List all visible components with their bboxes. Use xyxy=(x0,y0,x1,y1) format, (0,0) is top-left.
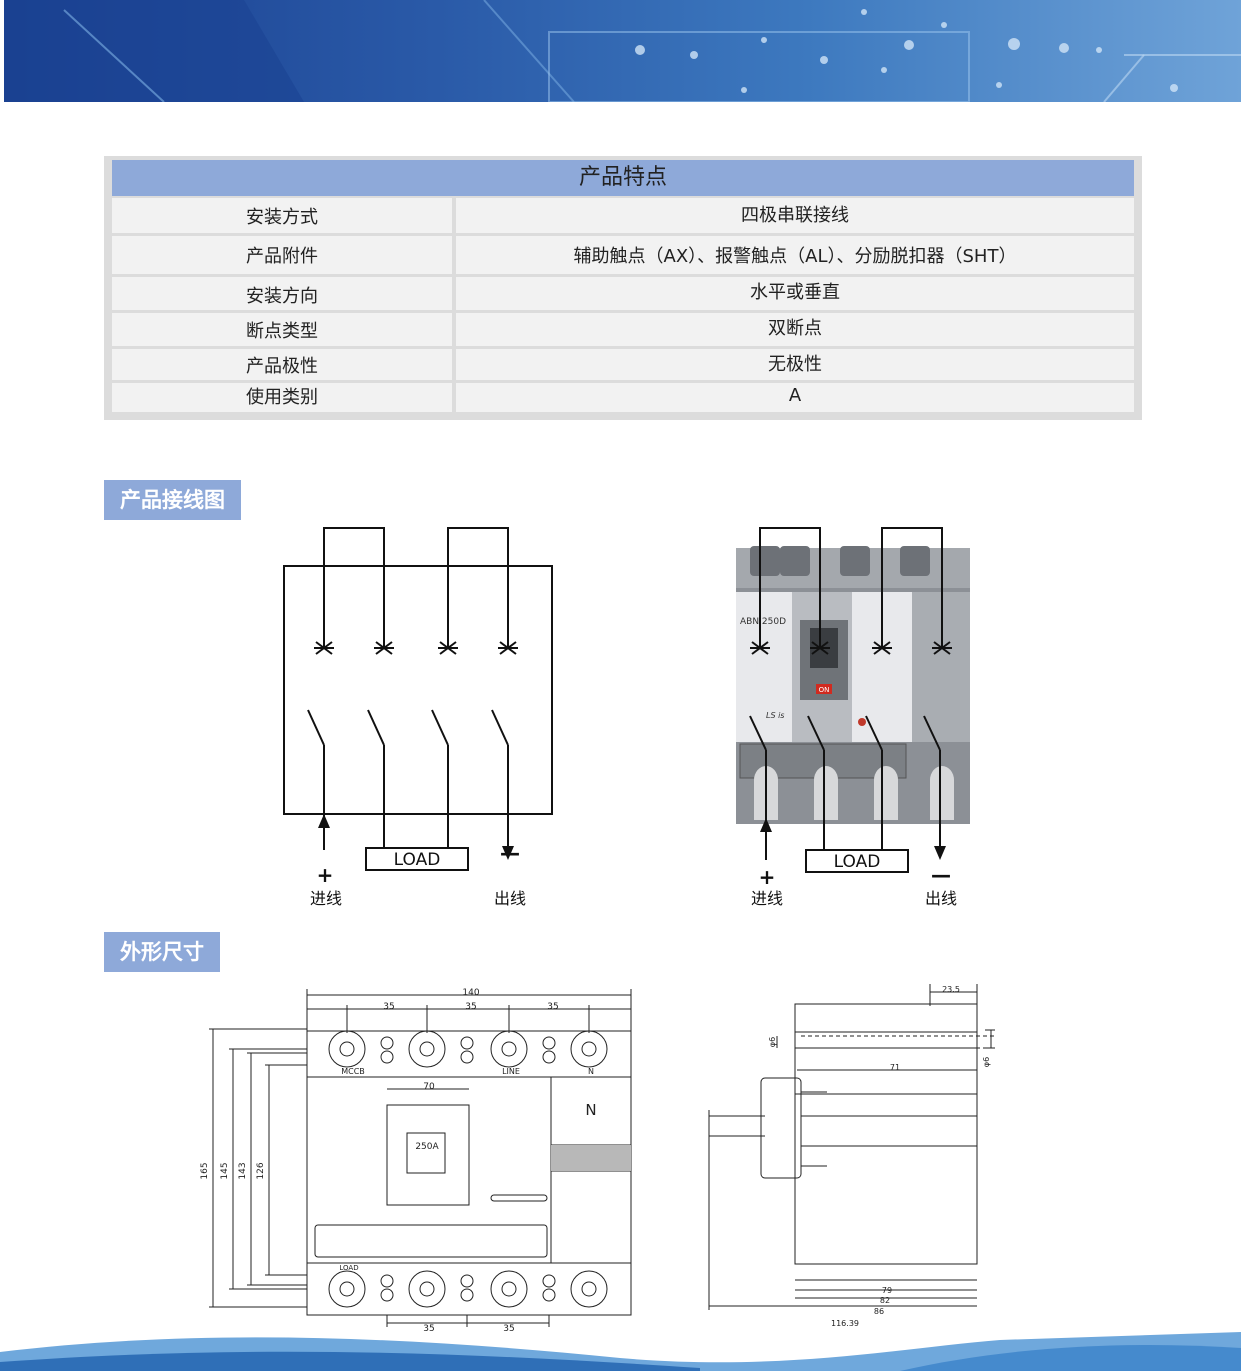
spec-label: 安装方向 xyxy=(112,277,452,310)
dim-height: 126 xyxy=(256,1162,266,1179)
dim-top: 23.5 xyxy=(942,985,960,994)
side-view-drawing: 23.5 71 φ6 φ6 79 82 86 116.39 xyxy=(708,984,995,1328)
spec-row: 安装方式 四极串联接线 xyxy=(112,198,1134,233)
dim-handle-70: 70 xyxy=(423,1082,435,1092)
dimension-section-title: 外形尺寸 xyxy=(104,932,220,972)
spec-value: 辅助触点（AX）、报警触点（AL）、分励脱扣器（SHT） xyxy=(456,236,1134,274)
spec-value: A xyxy=(456,383,1134,412)
brand-label: LS is xyxy=(766,711,784,720)
spec-value: 双断点 xyxy=(456,313,1134,346)
spec-row: 断点类型 双断点 xyxy=(112,313,1134,346)
load-label: LOAD xyxy=(834,852,881,872)
minus-sign: — xyxy=(931,863,951,887)
spec-value: 水平或垂直 xyxy=(456,277,1134,310)
spec-value: 无极性 xyxy=(456,349,1134,380)
dim-phi-right: φ6 xyxy=(982,1057,991,1067)
plus-sign: + xyxy=(317,863,334,887)
load-label: LOAD xyxy=(394,850,441,870)
model-label: ABN 250D xyxy=(740,617,786,627)
dim-pitch: 35 xyxy=(383,1002,394,1012)
n-label: N xyxy=(588,1067,594,1076)
spec-label: 产品极性 xyxy=(112,349,452,380)
wiring-section-title: 产品接线图 xyxy=(104,480,241,520)
spec-row: 安装方向 水平或垂直 xyxy=(112,277,1134,310)
dim-pitch: 35 xyxy=(547,1002,558,1012)
dim-height: 143 xyxy=(238,1162,248,1179)
mccb-label: MCCB xyxy=(341,1067,365,1076)
load-label: LOAD xyxy=(339,1264,358,1272)
spec-table-title: 产品特点 xyxy=(112,160,1134,196)
spec-row: 产品附件 辅助触点（AX）、报警触点（AL）、分励脱扣器（SHT） xyxy=(112,236,1134,274)
spec-value: 四极串联接线 xyxy=(456,198,1134,233)
out-line-label: 出线 xyxy=(925,889,957,908)
dim-bottom: 82 xyxy=(880,1296,890,1305)
header-banner xyxy=(4,0,1241,102)
spec-row: 产品极性 无极性 xyxy=(112,349,1134,380)
front-view-drawing: 140 35 35 35 35 35 70 MCCB LINE N N 250A… xyxy=(200,988,632,1334)
dim-height: 145 xyxy=(220,1162,230,1179)
dim-bottom: 86 xyxy=(874,1307,884,1316)
dim-phi-left: φ6 xyxy=(768,1037,777,1047)
plus-sign: + xyxy=(759,865,776,889)
banner-decoration xyxy=(4,0,1241,102)
dim-pitch: 35 xyxy=(503,1324,514,1334)
spec-label: 断点类型 xyxy=(112,313,452,346)
minus-sign: — xyxy=(500,841,520,865)
wiring-diagram-schematic: LOAD + — 进线 出线 xyxy=(283,527,553,908)
dim-pitch: 35 xyxy=(465,1002,476,1012)
footer-wave xyxy=(0,1332,1241,1371)
rating-label: 250A xyxy=(415,1142,439,1152)
dim-pitch: 35 xyxy=(423,1324,434,1334)
dim-bottom: 116.39 xyxy=(831,1319,859,1328)
dim-height: 165 xyxy=(200,1162,210,1179)
spec-row: 使用类别 A xyxy=(112,383,1134,412)
n-box-label: N xyxy=(585,1101,596,1119)
dim-depth: 71 xyxy=(890,1063,900,1072)
on-label: ON xyxy=(819,686,830,694)
spec-label: 使用类别 xyxy=(112,383,452,412)
dim-width-140: 140 xyxy=(462,988,479,998)
wiring-diagram-breaker: ON ABN 250D LS is LOAD + — 进线 出线 xyxy=(736,527,970,908)
line-label: LINE xyxy=(502,1067,520,1076)
in-line-label: 进线 xyxy=(310,889,342,908)
out-line-label: 出线 xyxy=(494,889,526,908)
in-line-label: 进线 xyxy=(751,889,783,908)
spec-table: 产品特点 安装方式 四极串联接线 产品附件 辅助触点（AX）、报警触点（AL）、… xyxy=(104,156,1142,420)
dim-bottom: 79 xyxy=(882,1286,892,1295)
spec-label: 安装方式 xyxy=(112,198,452,233)
spec-label: 产品附件 xyxy=(112,236,452,274)
